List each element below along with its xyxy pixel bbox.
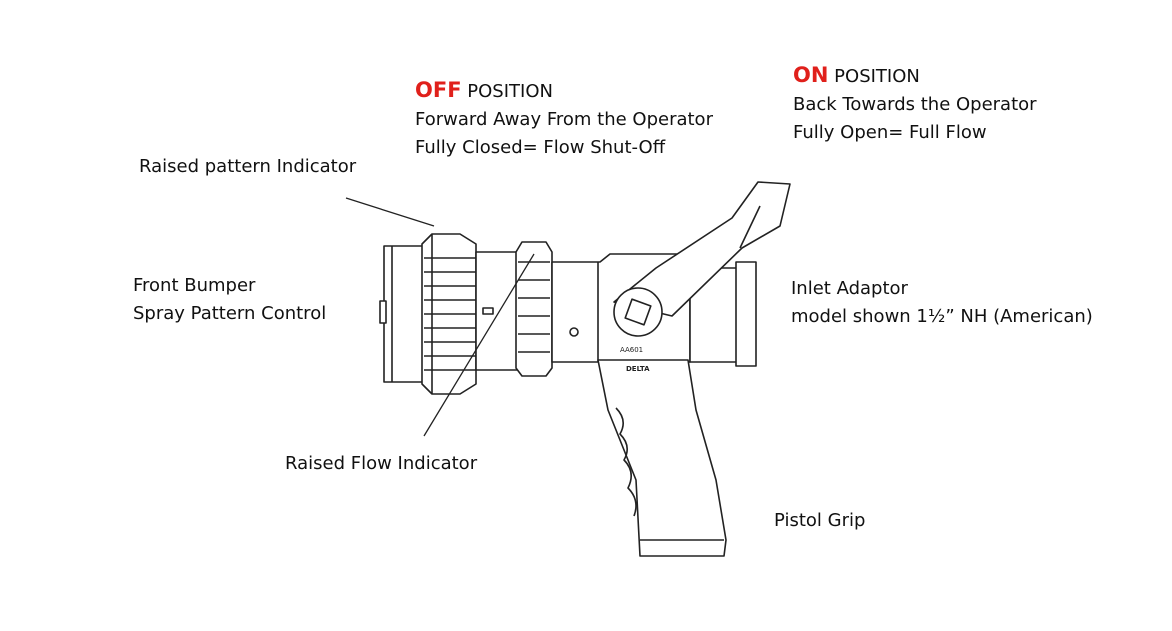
spray-pattern-label: Spray Pattern Control: [133, 303, 327, 324]
flow-control-ring: [515, 241, 553, 377]
raised-pattern-leader: [345, 197, 435, 227]
inlet-model-label: model shown 1½” NH (American): [791, 306, 1093, 327]
raised-flow-leader: [423, 253, 535, 437]
inlet-adaptor-callout: Inlet Adaptor model shown 1½” NH (Americ…: [791, 275, 1093, 331]
front-bumper-callout: Front Bumper Spray Pattern Control: [133, 272, 326, 328]
front-bumper-part: [379, 245, 425, 383]
on-position-line-2: Fully Open= Full Flow: [793, 122, 987, 143]
brand-stamp: DELTA: [626, 365, 650, 373]
raised-flow-label: Raised Flow Indicator: [285, 453, 478, 474]
inlet-adaptor-label: Inlet Adaptor: [791, 278, 908, 299]
shutoff-handle: [613, 181, 791, 337]
off-position-word: POSITION: [467, 81, 553, 102]
raised-pattern-label: Raised pattern Indicator: [139, 156, 357, 177]
on-position-callout: ON POSITION Back Towards the Operator Fu…: [793, 61, 1037, 147]
model-stamp: AA601: [620, 346, 643, 354]
off-position-line-1: Forward Away From the Operator: [415, 109, 713, 130]
on-keyword: ON: [793, 63, 829, 87]
off-position-callout: OFF POSITION Forward Away From the Opera…: [415, 76, 713, 162]
off-position-line-2: Fully Closed= Flow Shut-Off: [415, 137, 666, 158]
on-position-line-1: Back Towards the Operator: [793, 94, 1037, 115]
front-bumper-label: Front Bumper: [133, 275, 256, 296]
pattern-control-ring: [421, 233, 477, 395]
on-position-word: POSITION: [834, 66, 920, 87]
nozzle-barrel: [475, 251, 519, 371]
pistol-grip-part: [597, 359, 727, 557]
pistol-grip-label: Pistol Grip: [774, 510, 866, 531]
off-keyword: OFF: [415, 78, 462, 102]
